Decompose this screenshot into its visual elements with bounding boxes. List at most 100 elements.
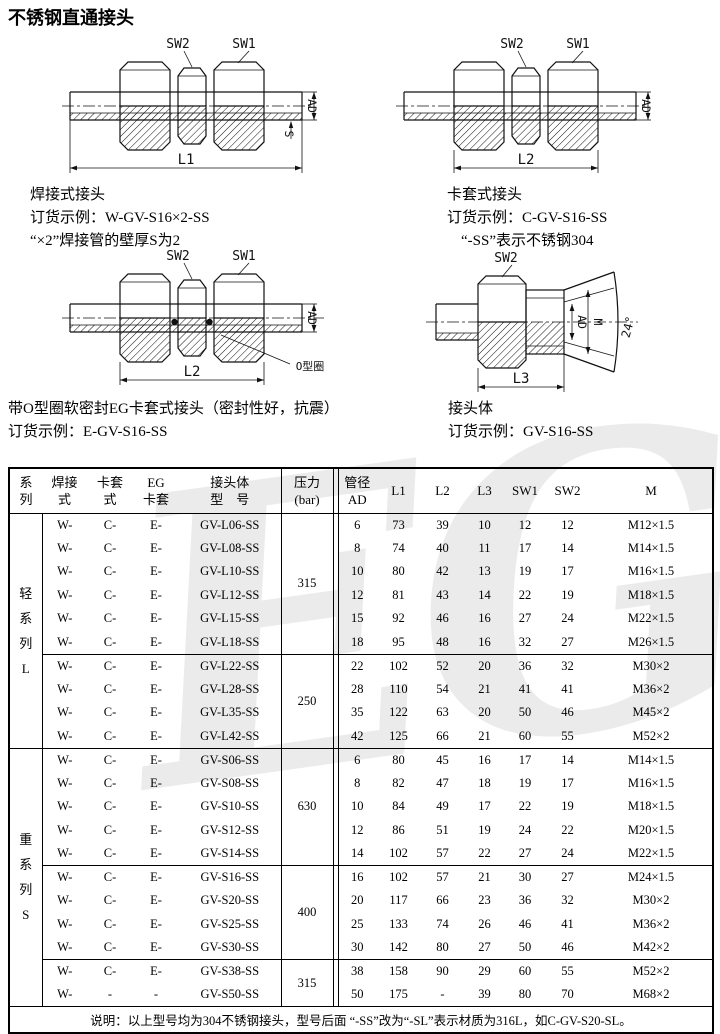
cell-clamp: C- xyxy=(103,893,117,908)
cell-clamp: C- xyxy=(87,653,133,678)
pressure-value: 400 xyxy=(280,865,334,960)
cell-sw1: 60 xyxy=(505,959,545,983)
cell-model: GV-L18-SS xyxy=(179,630,282,654)
cell-l3: 39 xyxy=(478,987,491,1001)
spec-table: 系 列 焊接 式 卡套 式 EG 卡套 接头体 型 号 压力 (bar) 管径 … xyxy=(8,467,714,1034)
cell-m: M18×1.5 xyxy=(627,799,675,814)
spacer-cell xyxy=(332,842,339,866)
cell-eg: E- xyxy=(150,564,162,579)
cell-eg: E- xyxy=(150,611,162,626)
cell-eg: E- xyxy=(150,540,162,555)
cell-sw1: 19 xyxy=(518,775,532,790)
cell-l1: 84 xyxy=(392,799,405,814)
cell-sw1: 27 xyxy=(518,846,532,860)
cell-sw1: 46 xyxy=(518,916,532,931)
cell-l2: 48 xyxy=(436,634,449,649)
oring-label: O型圈 xyxy=(296,359,325,373)
cell-model: GV-L42-SS xyxy=(179,724,282,748)
cell-weld: W- xyxy=(57,705,73,720)
cell-eg: E- xyxy=(150,681,162,696)
cell-m: M16×1.5 xyxy=(627,775,675,790)
cell-l1: 92 xyxy=(392,611,405,626)
cell-clamp: C- xyxy=(87,747,133,772)
spacer-cell xyxy=(332,583,339,607)
cell-l2: 66 xyxy=(436,893,449,908)
cell-eg: E- xyxy=(150,822,162,837)
cell-l1: 95 xyxy=(392,634,405,649)
cell-weld: W- xyxy=(57,799,73,814)
cell-weld: W- xyxy=(42,959,87,983)
spacer-cell xyxy=(332,560,339,584)
cell-m: M26×1.5 xyxy=(627,634,675,649)
cell-weld: W- xyxy=(57,893,73,908)
ad-label: AD xyxy=(305,311,319,325)
cell-model: GV-S08-SS xyxy=(179,771,282,795)
cell-sw2: 24 xyxy=(561,611,574,626)
cell-l3: 19 xyxy=(478,822,491,837)
header-row: 系 列 焊接 式 卡套 式 EG 卡套 接头体 型 号 压力 (bar) 管径 … xyxy=(9,468,713,514)
sw2-label: SW2 xyxy=(166,37,189,52)
cell-sw1: 80 xyxy=(518,987,532,1001)
caption-clamp: 卡套式接头 订货示例：C-GV-S16-SS “-SS”表示不锈钢304 xyxy=(447,184,607,253)
cell-l3: 22 xyxy=(478,846,491,860)
cell-model: GV-S38-SS xyxy=(179,959,282,983)
cell-l2: 57 xyxy=(436,846,449,860)
cell-model: GV-L12-SS xyxy=(179,583,282,607)
cell-l2: 57 xyxy=(421,865,464,889)
col-header-model: 接头体 型 号 xyxy=(179,468,282,514)
cell-l2: 54 xyxy=(436,681,449,696)
pressure-value: 250 xyxy=(280,653,334,748)
spacer-cell xyxy=(332,795,339,819)
cell-l3: 20 xyxy=(478,705,491,720)
cell-l2: 46 xyxy=(436,611,449,626)
cell-model: GV-S50-SS xyxy=(179,983,282,1007)
l1-dimension-label: L1 xyxy=(178,152,195,168)
cell-sw2: 46 xyxy=(561,940,574,954)
cell-sw2: 14 xyxy=(561,540,574,555)
cell-eg: E- xyxy=(133,959,179,983)
l2-dimension-label: L2 xyxy=(184,364,201,380)
cell-sw2: 22 xyxy=(561,822,574,837)
figure-caption: 焊接式接头 xyxy=(30,187,106,203)
cell-m: M30×2 xyxy=(632,893,670,908)
cell-clamp: C- xyxy=(103,564,117,579)
cell-clamp: C- xyxy=(87,865,133,889)
cell-m: M14×1.5 xyxy=(627,540,675,555)
cell-weld: W- xyxy=(57,987,73,1001)
figure-eg-oring-union: SW2 SW1 AD O型圈 L2 xyxy=(62,249,325,385)
cell-weld: W- xyxy=(57,940,73,954)
l3-dimension-label: L3 xyxy=(513,371,530,387)
cell-eg: - xyxy=(153,987,159,1001)
cell-eg: E- xyxy=(150,634,162,649)
cell-l2: 40 xyxy=(436,540,449,555)
cell-model: GV-L35-SS xyxy=(179,701,282,725)
cell-ad: 16 xyxy=(338,865,376,889)
series-label: 重 系 列 S xyxy=(9,747,43,1007)
cell-l2: 66 xyxy=(436,728,449,743)
cell-l3: 21 xyxy=(478,728,491,743)
sw1-label: SW1 xyxy=(232,37,255,52)
cell-model: GV-S12-SS xyxy=(179,818,282,842)
cell-eg: E- xyxy=(150,846,162,860)
spacer-cell xyxy=(332,771,339,795)
cell-weld: W- xyxy=(57,587,73,602)
cell-l1: 86 xyxy=(392,822,405,837)
cell-weld: W- xyxy=(57,822,73,837)
cell-clamp: C- xyxy=(103,846,117,860)
cell-model: GV-L22-SS xyxy=(179,653,282,678)
cell-weld: W- xyxy=(42,653,87,678)
caption-welded: 焊接式接头 订货示例：W-GV-S16×2-SS “×2”焊接管的壁厚S为2 xyxy=(30,184,210,253)
cell-clamp: C- xyxy=(103,705,117,720)
cell-weld: W- xyxy=(57,846,73,860)
cell-clamp: C- xyxy=(103,540,117,555)
cell-sw2: 70 xyxy=(561,987,574,1001)
cell-clamp: C- xyxy=(103,916,117,931)
ad-label: AD xyxy=(575,315,589,329)
spacer-cell xyxy=(332,653,339,678)
